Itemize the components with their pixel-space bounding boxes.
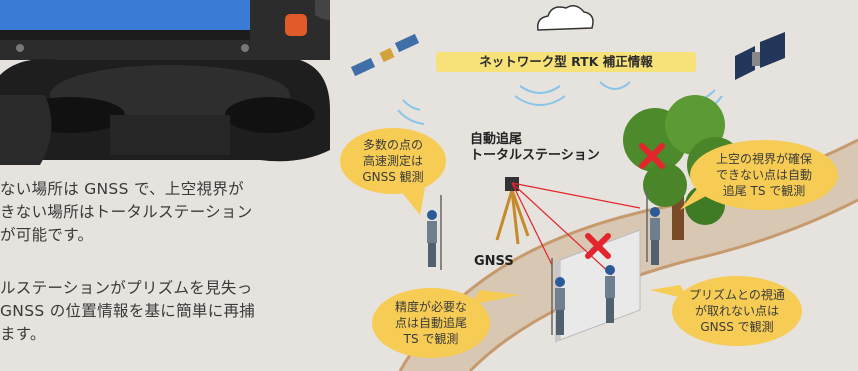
description-paragraph-1: ない場所は GNSS で、上空視界が きない場所はトータルステーション が可能で… bbox=[0, 180, 253, 244]
cross-icon bbox=[585, 233, 611, 259]
cloud-icon bbox=[536, 5, 594, 31]
total-station-label: 自動追尾 トータルステーション bbox=[470, 132, 600, 163]
satellite-icon bbox=[735, 32, 785, 80]
surveyor-icon bbox=[427, 195, 442, 270]
gnss-label: GNSS bbox=[474, 254, 514, 269]
satellite-icon bbox=[350, 33, 420, 77]
line-of-sight bbox=[511, 182, 641, 276]
bubble-precision-ts: 精度が必要な 点は自動追尾 TS で観測 bbox=[372, 288, 490, 358]
bubble-gnss-fast: 多数の点の 高速測定は GNSS 観測 bbox=[340, 128, 446, 194]
surveyor-icon bbox=[646, 190, 660, 265]
orange-button-icon bbox=[285, 14, 307, 36]
bubble-sky-view-ts: 上空の視界が確保 できない点は自動 追尾 TS で観測 bbox=[690, 140, 838, 210]
description-paragraph-2: ルステーションがプリズムを見失っ GNSS の位置情報を基に簡単に再捕 ます。 bbox=[0, 279, 256, 343]
rtk-banner: ネットワーク型 RTK 補正情報 bbox=[436, 52, 696, 72]
surveyor-icon bbox=[605, 265, 615, 323]
surveyor-icon bbox=[551, 258, 565, 335]
bubble-prism-gnss: プリズムとの視通 が取れない点は GNSS で観測 bbox=[672, 276, 802, 346]
tripod-icon bbox=[495, 177, 530, 245]
total-station-device bbox=[0, 0, 330, 165]
cross-icon bbox=[639, 143, 665, 169]
